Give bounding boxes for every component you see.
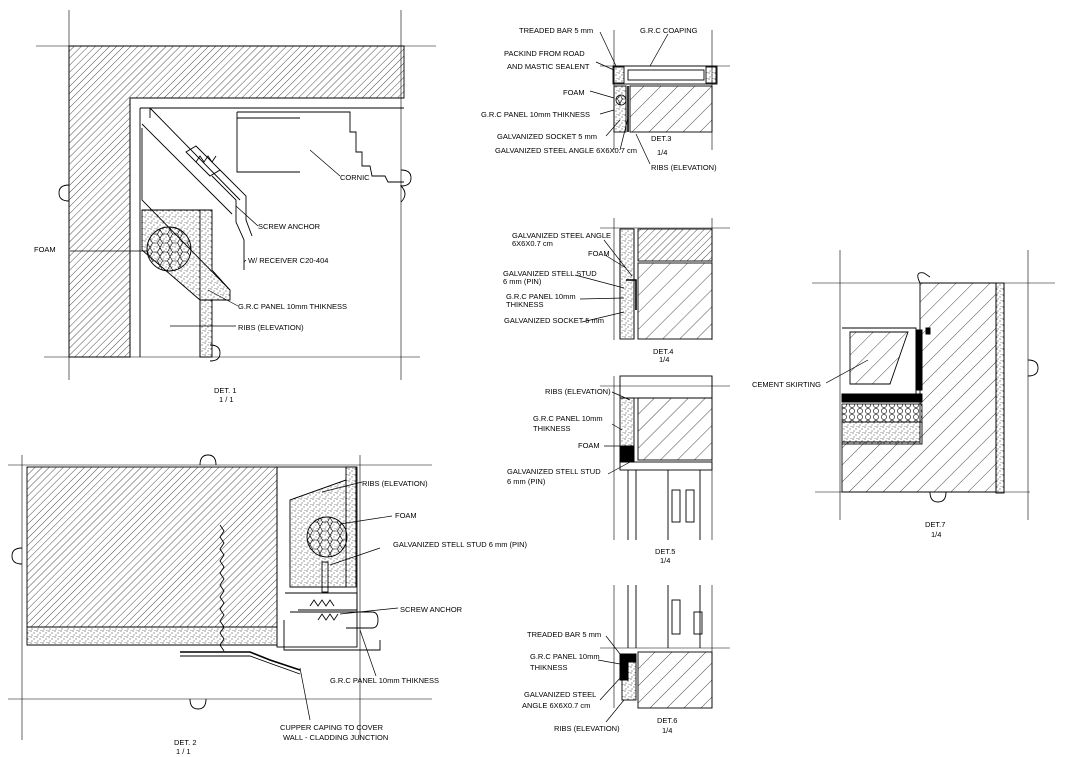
det7-drawing [812, 250, 1055, 520]
det3-title: DET.3 [651, 134, 671, 143]
det6-grc-line2: THIKNESS [530, 663, 568, 672]
det4-scale: 1/4 [659, 355, 669, 364]
det7-title: DET.7 [925, 520, 945, 529]
det1-screw-anchor-label: SCREW ANCHOR [258, 222, 321, 231]
det2-capping-line1: CUPPER CAPING TO COVER [280, 723, 384, 732]
det2-stud-label: GALVANIZED STELL STUD 6 mm (PIN) [393, 540, 528, 549]
det2-title: DET. 2 [174, 738, 197, 747]
det4-angle-line2: 6X6X0.7 cm [512, 239, 553, 248]
det4-grc-line1: G.R.C PANEL 10mm [506, 292, 576, 301]
det6-scale: 1/4 [662, 726, 672, 735]
det3-socket-label: GALVANIZED SOCKET 5 mm [497, 132, 597, 141]
det5-grc-line1: G.R.C PANEL 10mm [533, 414, 603, 423]
det3-ribs-label: RIBS (ELEVATION) [651, 163, 717, 172]
det6-title: DET.6 [657, 716, 677, 725]
det4-stud-line2: 6 mm (PIN) [503, 277, 542, 286]
det1-title: DET. 1 [214, 386, 237, 395]
det6-treaded-bar-label: TREADED BAR 5 mm [527, 630, 601, 639]
det6-grc-line1: G.R.C PANEL 10mm [530, 652, 600, 661]
det6-angle-line1: GALVANIZED STEEL [524, 690, 596, 699]
det1-ribs-label: RIBS (ELEVATION) [238, 323, 304, 332]
det5-stud-line1: GALVANIZED STELL STUD [507, 467, 601, 476]
det2-foam-label: FOAM [395, 511, 417, 520]
det5-stud-line2: 6 mm (PIN) [507, 477, 546, 486]
det1-foam-label: FOAM [34, 245, 56, 254]
det1-grc-panel-label: G.R.C PANEL 10mm THIKNESS [238, 302, 347, 311]
det3-drawing [589, 30, 730, 165]
det7-scale: 1/4 [931, 530, 941, 539]
det3-scale: 1/4 [657, 148, 667, 157]
det5-title: DET.5 [655, 547, 675, 556]
det3-treaded-bar-label: TREADED BAR 5 mm [519, 26, 593, 35]
det2-capping-line2: WALL - CLADDING JUNCTION [283, 733, 388, 742]
det5-scale: 1/4 [660, 556, 670, 565]
det6-drawing [597, 585, 730, 723]
det3-packing-line2: AND MASTIC SEALENT [507, 62, 590, 71]
det1-cornic-label: CORNIC [340, 173, 370, 182]
det1-drawing [36, 10, 436, 380]
det2-screw-anchor-label: SCREW ANCHOR [400, 605, 463, 614]
det4-drawing [574, 218, 730, 340]
det3-foam-label: FOAM [563, 88, 585, 97]
det5-drawing [600, 375, 730, 540]
det4-stud-line1: GALVANIZED STELL STUD [503, 269, 597, 278]
det6-ribs-label: RIBS (ELEVATION) [554, 724, 620, 733]
det2-drawing [8, 454, 432, 740]
det4-grc-line2: THIKNESS [506, 300, 544, 309]
det3-packing-line1: PACKIND FROM ROAD [504, 49, 585, 58]
det5-foam-label: FOAM [578, 441, 600, 450]
det2-ribs-label: RIBS (ELEVATION) [362, 479, 428, 488]
det3-grc-coaping-label: G.R.C COAPING [640, 26, 698, 35]
det7-skirting-label: CEMENT SKIRTING [752, 380, 821, 389]
det6-angle-line2: ANGLE 6X6X0.7 cm [522, 701, 590, 710]
det4-angle-line1: GALVANIZED STEEL ANGLE [512, 231, 611, 240]
det2-grc-panel-label: G.R.C PANEL 10mm THIKNESS [330, 676, 439, 685]
det1-scale: 1 / 1 [219, 395, 234, 404]
det4-socket-label: GALVANIZED SOCKET 5 mm [504, 316, 604, 325]
det4-foam-label: FOAM [588, 249, 610, 258]
det4-title: DET.4 [653, 347, 673, 356]
det1-receiver-label: W/ RECEIVER C20-404 [248, 256, 328, 265]
det3-angle-label: GALVANIZED STEEL ANGLE 6X6X0.7 cm [495, 146, 637, 155]
det5-ribs-label: RIBS (ELEVATION) [545, 387, 611, 396]
det2-scale: 1 / 1 [176, 747, 191, 756]
det5-grc-line2: THIKNESS [533, 424, 571, 433]
det3-grc-panel-label: G.R.C PANEL 10mm THIKNESS [481, 110, 590, 119]
